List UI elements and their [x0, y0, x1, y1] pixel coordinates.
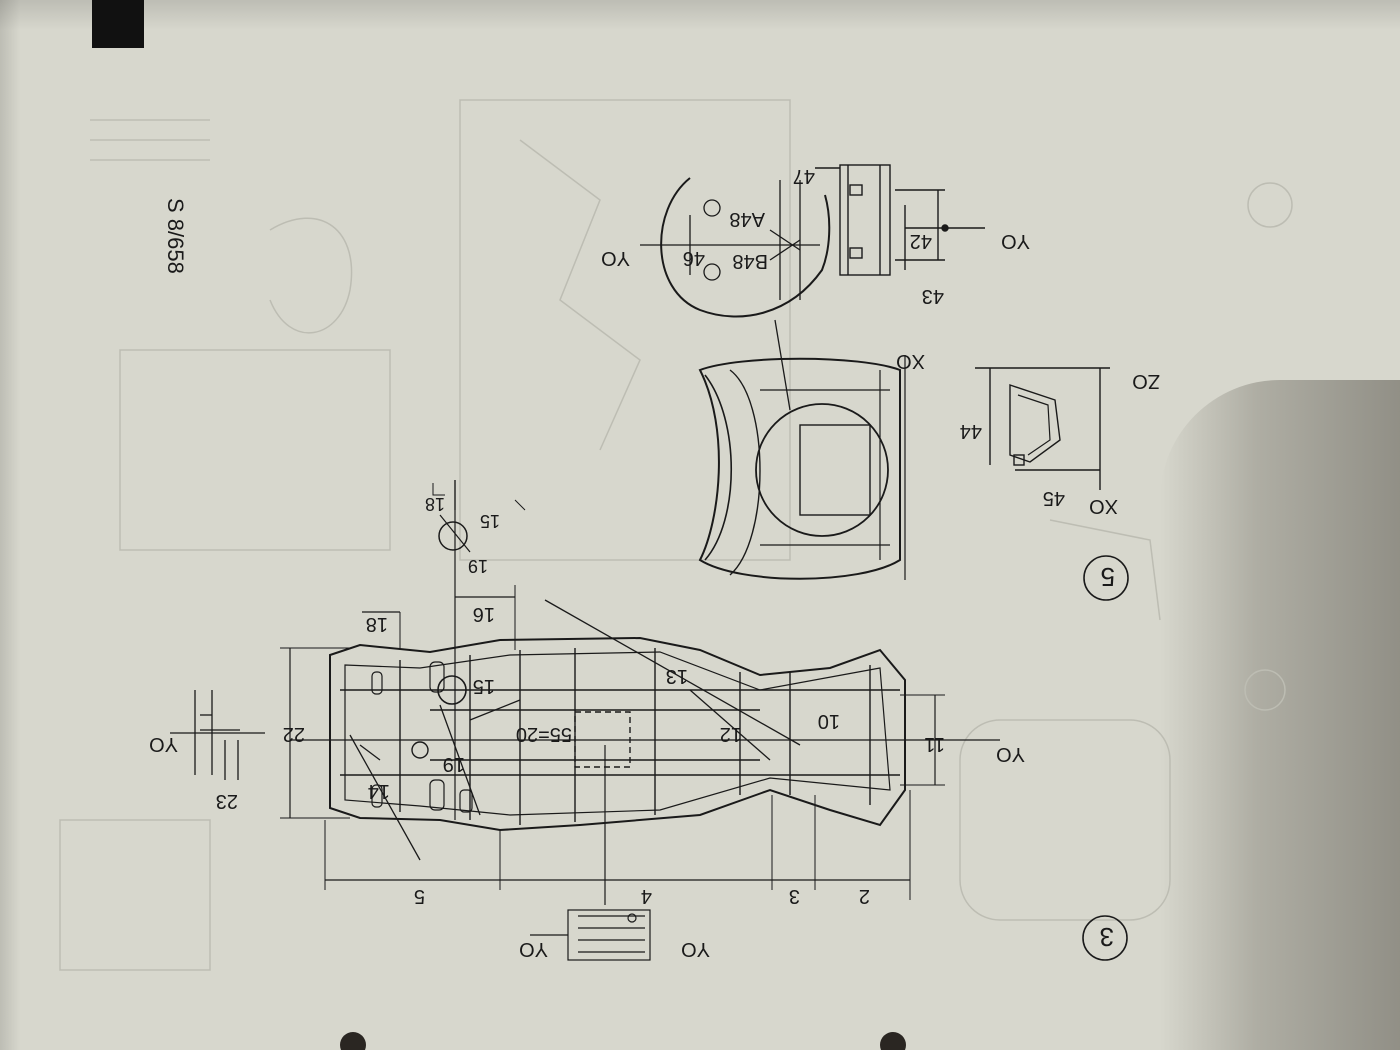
label-14: 14: [368, 780, 390, 802]
label-46: 46: [683, 247, 705, 269]
label-47: 47: [793, 165, 815, 187]
rear-view: [640, 164, 1129, 601]
zoom-detail: [640, 180, 820, 300]
underbody-text: 2 3 4 5 10 11 12 13 14 15 16 18 19 55=20…: [149, 494, 1114, 960]
wheelhouse-callout-circle: [755, 403, 889, 537]
label-a48: A48: [729, 208, 765, 230]
zoom-circle-arc: [660, 177, 831, 318]
label-yo-main: YO: [996, 743, 1025, 765]
section-detail: [815, 164, 985, 276]
label-19: 19: [443, 753, 465, 775]
side-section: [975, 367, 1110, 490]
rear-window-arch: [704, 374, 732, 561]
label-16: 16: [473, 603, 495, 625]
label-xo-side: XO: [1089, 495, 1118, 517]
slots: [371, 661, 473, 813]
label-yo-inset-b: YO: [681, 938, 710, 960]
label-13: 13: [666, 665, 688, 687]
label-44: 44: [960, 420, 982, 442]
longitudinal-rails: [340, 689, 900, 776]
crossmembers: [399, 648, 871, 825]
ghost-print: [59, 99, 1293, 971]
rear-text: XO ZO XO 44 45 A48 B48 46 YO 47 42 43 YO…: [601, 165, 1160, 592]
detail-19-circle: [438, 521, 468, 551]
label-2: 2: [859, 885, 870, 907]
label-yo-detail: YO: [149, 733, 178, 755]
label-yo-circle: YO: [601, 247, 630, 269]
label-zo: ZO: [1132, 370, 1160, 392]
detail-circle: [437, 675, 467, 705]
view-5-number: 5: [1101, 562, 1115, 592]
view-5-badge: [1083, 555, 1129, 601]
underbody-outline: [329, 636, 906, 832]
label-4: 4: [641, 885, 652, 907]
detail-label-18: 18: [425, 494, 445, 514]
hand-shadow: [1160, 380, 1400, 1050]
label-10: 10: [818, 710, 840, 732]
label-yo-section: YO: [1001, 230, 1030, 252]
rear-body-outline: [698, 357, 901, 580]
binder-ring: [340, 1032, 366, 1050]
black-tab-marker: [92, 0, 144, 48]
page-code: S 8/658: [163, 198, 188, 274]
view-3-badge: [1082, 915, 1128, 961]
label-xo-body: XO: [896, 350, 925, 372]
label-43: 43: [922, 285, 944, 307]
inset-yo-detail: [170, 690, 265, 780]
detail-label-19: 19: [468, 556, 488, 576]
label-45: 45: [1043, 487, 1065, 509]
label-11: 11: [924, 733, 945, 755]
label-55-20: 55=20: [516, 723, 572, 745]
label-3: 3: [789, 885, 800, 907]
underbody-view: [170, 480, 1128, 961]
rear-window-opening: [799, 424, 871, 516]
label-22: 22: [283, 723, 305, 745]
label-b48: B48: [732, 250, 768, 272]
underbody-inner-outline: [344, 651, 891, 816]
diagonal-dims: [349, 599, 801, 861]
binder-ring: [880, 1032, 906, 1050]
label-5: 5: [414, 885, 425, 907]
view-3-number: 3: [1100, 922, 1114, 952]
label-yo-inset-a: YO: [519, 938, 548, 960]
inset-yo-section: [530, 909, 651, 961]
bottom-dim-ticks: [324, 790, 911, 900]
left-edge-shadow: [0, 0, 20, 1050]
detail-label-15: 15: [480, 511, 500, 531]
label-42: 42: [910, 230, 932, 252]
label-12: 12: [720, 723, 742, 745]
label-15: 15: [473, 675, 495, 697]
top-shadow: [0, 0, 1400, 30]
label-18: 18: [366, 613, 388, 635]
detail-circle: [411, 741, 429, 759]
label-23: 23: [216, 790, 238, 812]
